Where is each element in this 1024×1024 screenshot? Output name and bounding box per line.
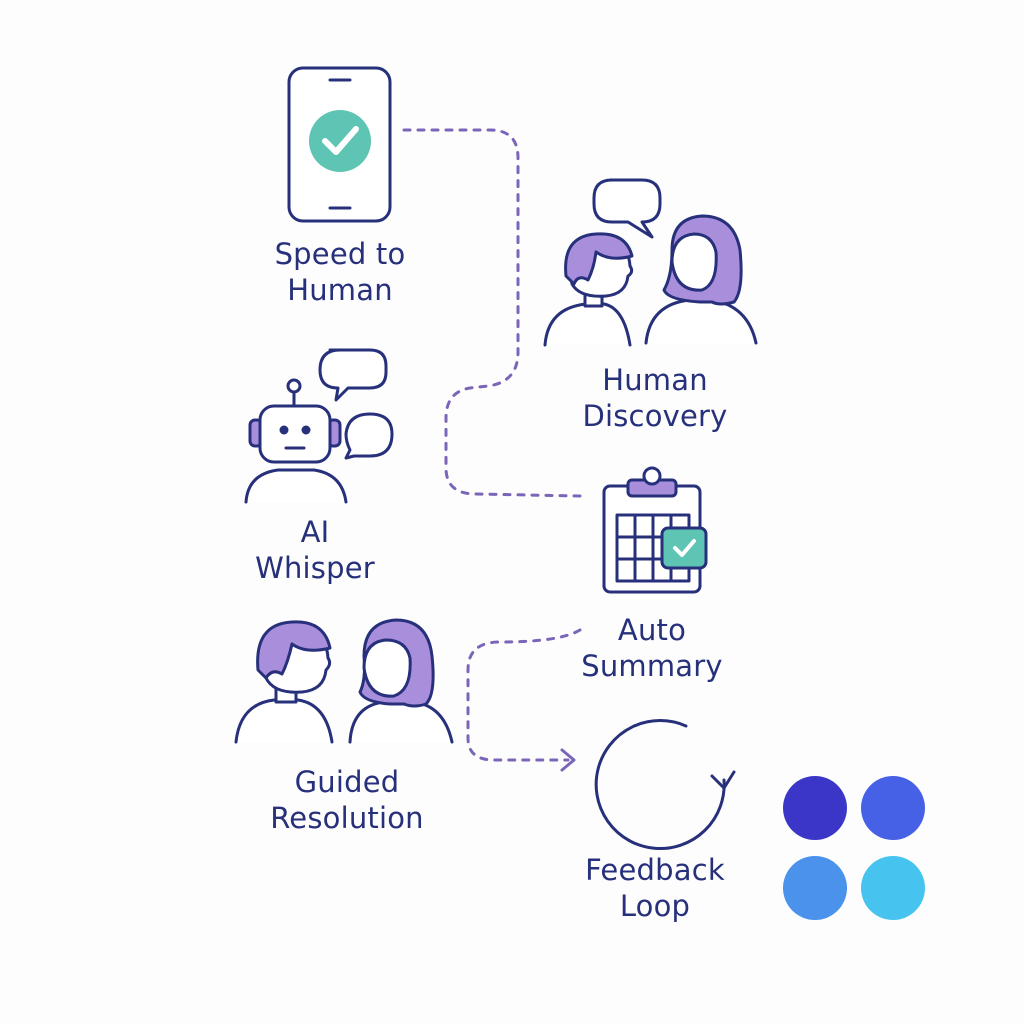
two-people-talking-icon bbox=[543, 178, 758, 347]
step-label-line: Discovery bbox=[582, 399, 728, 433]
connector-phone-to-discovery bbox=[402, 128, 582, 498]
step-label-guided-resolution: Guided Resolution bbox=[237, 764, 457, 836]
step-label-feedback-loop: Feedback Loop bbox=[555, 852, 755, 924]
step-label-line: Resolution bbox=[270, 801, 424, 835]
clipboard-check-icon bbox=[602, 466, 708, 594]
step-label-line: Summary bbox=[581, 649, 723, 683]
step-label-line: Feedback bbox=[585, 853, 725, 887]
step-label-line: Guided bbox=[294, 765, 400, 799]
dot-2 bbox=[861, 776, 925, 840]
phone-check-icon bbox=[287, 66, 392, 223]
connector-summary-to-feedback bbox=[466, 628, 582, 762]
step-label-human-discovery: Human Discovery bbox=[555, 362, 755, 434]
circular-arrow-icon bbox=[594, 719, 736, 851]
robot-chat-icon bbox=[244, 348, 394, 504]
dot-4 bbox=[861, 856, 925, 920]
step-label-line: Human bbox=[287, 273, 393, 307]
step-label-speed-to-human: Speed to Human bbox=[240, 236, 440, 308]
step-label-line: Whisper bbox=[255, 551, 375, 585]
dot-3 bbox=[783, 856, 847, 920]
step-label-ai-whisper: AI Whisper bbox=[215, 514, 415, 586]
two-people-icon bbox=[234, 618, 454, 744]
dot-1 bbox=[783, 776, 847, 840]
arrowhead-icon bbox=[560, 748, 576, 772]
step-label-line: Auto bbox=[617, 613, 687, 647]
step-label-line: Human bbox=[602, 363, 708, 397]
step-label-auto-summary: Auto Summary bbox=[552, 612, 752, 684]
step-label-line: Speed to bbox=[274, 237, 406, 271]
step-label-line: Loop bbox=[619, 889, 691, 923]
step-label-line: AI bbox=[300, 515, 330, 549]
